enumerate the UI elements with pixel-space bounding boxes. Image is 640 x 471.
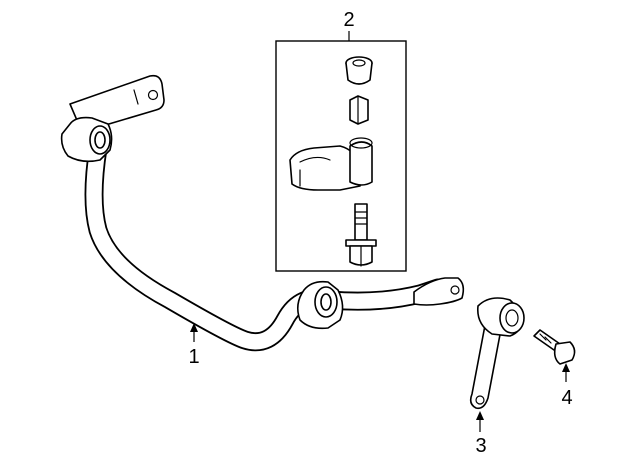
hex-nut [349,95,369,125]
stabilizer-link [469,297,525,410]
callout-4: 4 [561,387,572,409]
callout-3: 3 [475,435,486,457]
bracket [289,137,373,191]
leaders [190,31,570,432]
bolt [345,203,377,267]
sleeve [345,56,373,85]
link-bolt [533,329,576,365]
callout-1: 1 [188,346,199,368]
bushing-kit-box [275,40,407,272]
callout-2: 2 [343,9,354,31]
stabilizer-bar [60,74,465,352]
